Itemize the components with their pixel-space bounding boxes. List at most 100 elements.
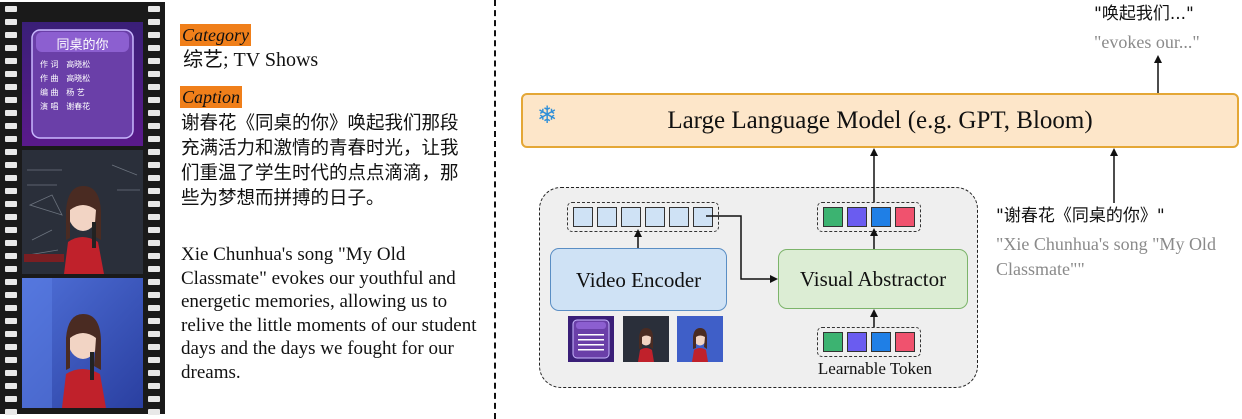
film-sprocket [148,292,160,298]
film-sprocket [5,227,17,233]
film-sprocket [148,240,160,246]
film-sprocket [148,266,160,272]
film-sprocket [5,32,17,38]
query-token [895,207,915,227]
film-sprocket [148,19,160,25]
film-sprocket [148,45,160,51]
film-sprocket [148,370,160,376]
video-token [669,207,689,227]
film-sprocket [5,344,17,350]
video-token [645,207,665,227]
film-sprocket [5,214,17,220]
film-sprocket [148,383,160,389]
caption-chinese: 谢春花《同桌的你》唤起我们那段充满活力和激情的青春时光，让我们重温了学生时代的点… [181,113,459,209]
llm-label: Large Language Model (e.g. GPT, Bloom) [667,107,1093,134]
film-sprocket [148,318,160,324]
video-encoder-label: Video Encoder [575,267,702,292]
input-text-chinese: "谢春花《同桌的你》" [996,206,1165,226]
film-sprocket [5,305,17,311]
film-sprocket [5,71,17,77]
film-sprocket [5,383,17,389]
thumbnail-singer-blue [677,316,723,362]
film-sprocket [5,84,17,90]
query-token [871,207,891,227]
video-frame-singer [22,150,143,274]
film-sprocket [5,162,17,168]
output-text-english: "evokes our..." [1094,32,1200,52]
panel-divider [494,0,496,419]
film-sprocket [5,357,17,363]
category-value: 综艺; TV Shows [183,49,319,71]
learnable-token [871,332,891,352]
film-sprocket [5,370,17,376]
input-text-english: "Xie Chunhua's song "My Old Classmate"" [996,234,1216,279]
llm-box: ❄ Large Language Model (e.g. GPT, Bloom) [521,93,1239,148]
title-card-title: 同桌的你 [56,38,109,53]
film-sprocket [148,123,160,129]
abstractor-output-tokens [817,202,921,232]
video-frame-singer-blue [22,278,143,408]
learnable-token [895,332,915,352]
film-sprocket [148,305,160,311]
visual-abstractor-box: Visual Abstractor [778,249,968,309]
film-sprocket [5,19,17,25]
credit-row: 演 唱 谢春花 [40,102,91,111]
visual-abstractor-label: Visual Abstractor [799,267,947,291]
learnable-token [823,332,843,352]
credit-row: 作 词 高晓松 [40,60,91,69]
film-sprocket [5,279,17,285]
film-sprocket [5,175,17,181]
film-sprocket [148,396,160,402]
film-sprocket [5,318,17,324]
film-sprocket [5,58,17,64]
video-encoder-box: Video Encoder [550,248,727,311]
film-sprocket [148,84,160,90]
film-sprocket [148,110,160,116]
video-tokens [567,202,719,232]
film-sprocket [5,188,17,194]
film-sprocket [148,227,160,233]
film-sprocket [5,149,17,155]
film-sprocket [148,97,160,103]
film-sprocket [5,97,17,103]
film-sprocket [148,331,160,337]
learnable-token-label: Learnable Token [817,359,933,378]
film-sprocket [148,409,160,415]
thumbnail-title-card [568,316,614,362]
film-sprocket [5,110,17,116]
video-token [693,207,713,227]
film-sprocket [148,253,160,259]
film-sprocket [148,6,160,12]
video-token [573,207,593,227]
query-token [847,207,867,227]
caption-english: Xie Chunhua's song "My Old Classmate" ev… [181,244,477,383]
video-frame-title-card: 同桌的你 作 词 高晓松 作 曲 高晓松 编 曲 杨 艺 演 唱 谢春花 [22,22,143,146]
film-sprocket [148,188,160,194]
film-sprocket [148,279,160,285]
film-sprocket [148,149,160,155]
credit-row: 编 曲 杨 艺 [40,88,85,97]
film-sprocket [148,214,160,220]
video-token [621,207,641,227]
film-sprocket [5,253,17,259]
film-sprocket [148,32,160,38]
thumbnail-singer [623,316,669,362]
film-sprocket [148,344,160,350]
film-sprocket [5,136,17,142]
snowflake-icon: ❄ [537,101,558,129]
film-sprocket [5,6,17,12]
film-sprocket [148,136,160,142]
credit-row: 作 曲 高晓松 [40,74,91,83]
film-sprocket [5,331,17,337]
output-text-chinese: "唤起我们..." [1094,4,1194,24]
learnable-tokens [817,327,921,357]
film-sprocket [5,240,17,246]
film-sprocket [148,58,160,64]
query-token [823,207,843,227]
learnable-token [847,332,867,352]
video-token [597,207,617,227]
film-sprocket [5,45,17,51]
category-tag: Category [180,24,251,46]
film-sprocket [148,71,160,77]
film-sprocket [5,396,17,402]
